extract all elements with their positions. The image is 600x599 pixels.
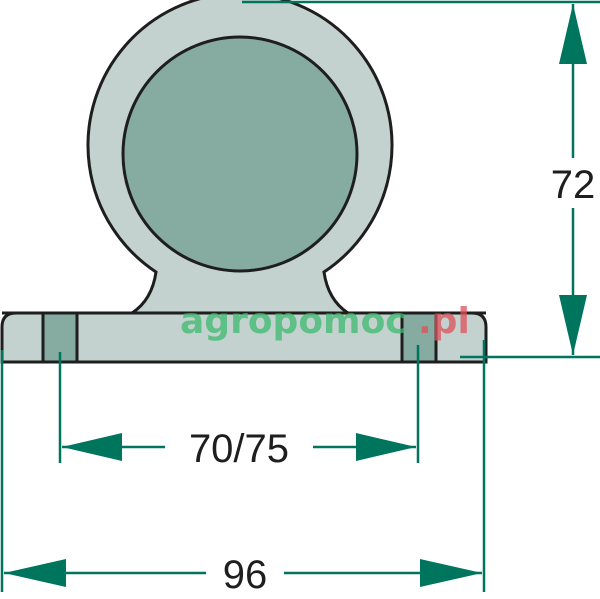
arrow-down-icon	[559, 295, 587, 355]
arrow-left-icon	[4, 559, 66, 587]
height-dimension	[242, 0, 600, 359]
svg-text:agropomoc: agropomoc	[180, 301, 407, 342]
width-dimension	[0, 340, 486, 598]
arrow-up-icon	[559, 4, 587, 64]
spacing-label: 70/75	[189, 427, 289, 471]
arrow-right-icon	[420, 559, 482, 587]
spacing-dimension	[58, 345, 420, 472]
svg-text:.pl: .pl	[418, 301, 470, 342]
width-label: 96	[223, 553, 268, 597]
bore-circle	[121, 35, 359, 273]
height-label: 72	[551, 163, 596, 207]
watermark: agropomoc .pl	[180, 301, 470, 342]
arrow-right-icon	[356, 433, 416, 461]
bracket-part	[0, 0, 488, 364]
arrow-left-icon	[62, 433, 122, 461]
